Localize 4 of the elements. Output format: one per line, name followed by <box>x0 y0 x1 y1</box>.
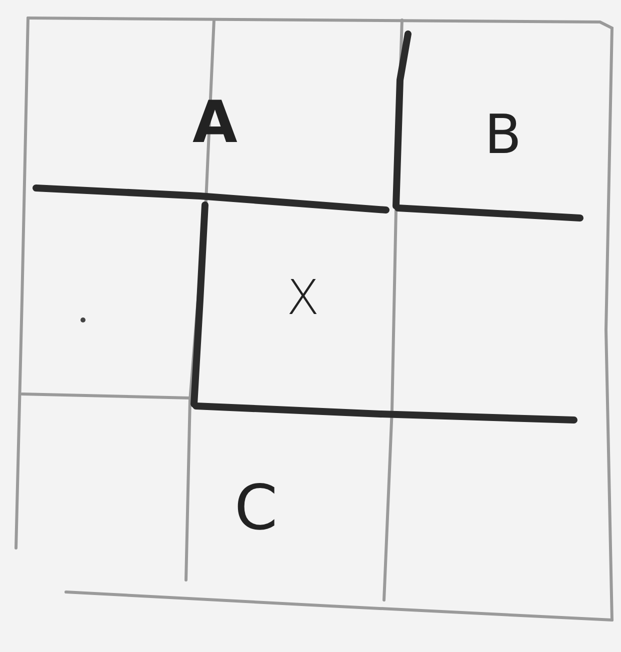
region-letter: B <box>484 108 522 162</box>
region-letter: X <box>286 274 320 322</box>
region-letter: C <box>234 477 278 539</box>
region-letter: A <box>192 93 238 151</box>
